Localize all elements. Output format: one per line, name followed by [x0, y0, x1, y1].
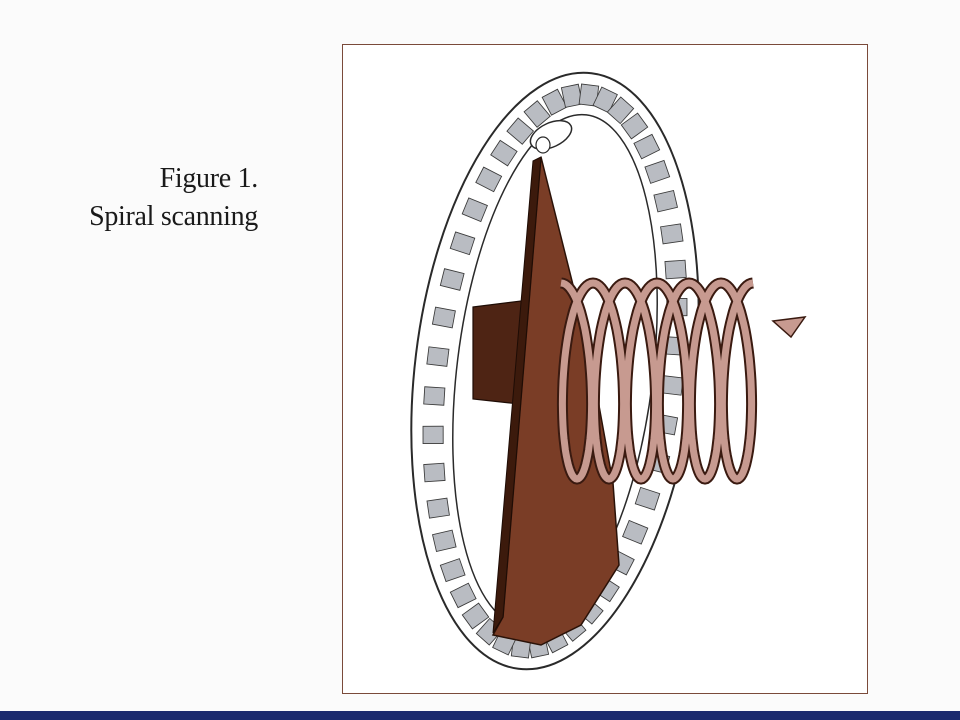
detector-block: [461, 602, 490, 630]
detector-block: [633, 133, 661, 160]
detector-block: [439, 558, 466, 583]
detector-block: [490, 139, 518, 167]
detector-block: [449, 231, 476, 256]
spiral-scan-path: [556, 277, 758, 485]
patient-table-edge: [492, 156, 542, 634]
detector-block: [449, 582, 477, 609]
detector-block: [592, 86, 618, 114]
figure-caption: Figure 1. Spiral scanning: [89, 160, 258, 236]
detector-block: [622, 519, 649, 545]
detector-block: [426, 346, 450, 367]
figure-frame: [342, 44, 868, 694]
bottom-bar: [0, 711, 960, 720]
detector-block: [506, 117, 535, 145]
xray-tube: [529, 119, 573, 154]
figure-number: Figure 1.: [159, 163, 259, 194]
detector-block: [422, 425, 444, 444]
spiral-scan-illustration: [410, 71, 807, 671]
detector-block: [423, 462, 446, 483]
detector-block: [423, 386, 446, 406]
spiral-ribbon: [558, 279, 756, 483]
spiral-arrow-head: [771, 316, 807, 339]
detector-block: [653, 189, 679, 213]
detector-block: [439, 268, 465, 291]
figure-title: Spiral scanning: [89, 201, 258, 232]
detector-block: [660, 223, 684, 245]
detector-block: [634, 486, 661, 511]
detector-block: [431, 306, 456, 329]
detector-block: [606, 96, 635, 125]
detector-block: [664, 259, 687, 280]
detector-block: [541, 88, 568, 116]
detector-block: [461, 197, 488, 223]
detector-block: [431, 529, 457, 553]
detector-block: [475, 166, 503, 193]
detector-block: [426, 497, 450, 519]
detector-block: [644, 159, 671, 184]
detector-block: [620, 112, 649, 140]
detector-block: [523, 100, 551, 128]
